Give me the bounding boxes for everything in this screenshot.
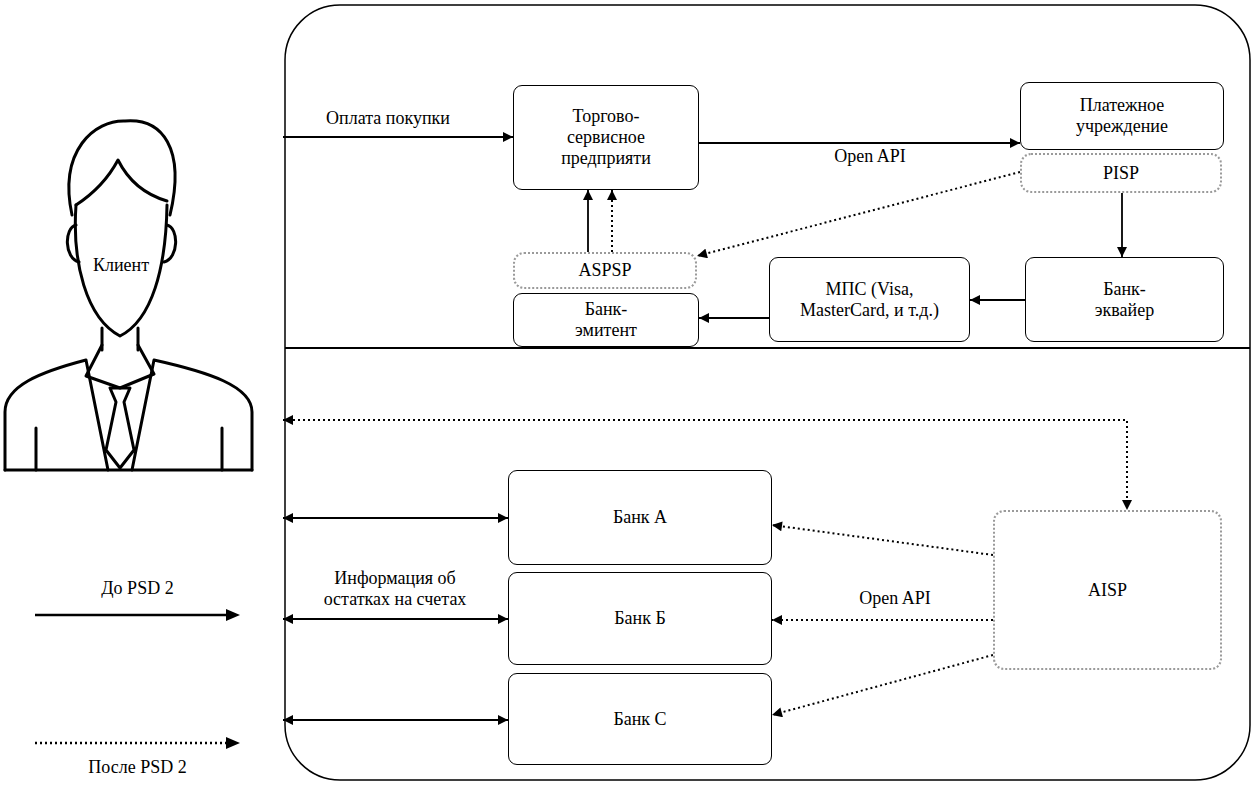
legend-arrowhead: [226, 737, 240, 749]
collar: [86, 345, 154, 388]
node-text: Банк С: [613, 709, 666, 730]
edge-label: Оплата покупки: [288, 108, 488, 129]
tie: [106, 388, 134, 468]
node-text: Банк- эмитент: [559, 299, 653, 340]
system-frame: [285, 5, 1250, 780]
process-box: Банк А: [508, 470, 772, 565]
node-text: Платежное учреждение: [1051, 95, 1193, 136]
connector-arrow: [697, 172, 1020, 256]
node-text: ASPSP: [578, 260, 631, 281]
process-box: Торгово- сервисное предприяти: [513, 85, 699, 190]
connector-arrow: [1121, 193, 1123, 257]
node-text: Клиент: [62, 255, 180, 276]
node-text: Торгово- сервисное предприяти: [544, 106, 668, 168]
connector-arrow: [587, 190, 589, 252]
node-text: AISP: [1088, 580, 1127, 601]
person-node: Клиент: [0, 100, 283, 740]
process-box: МПС (Visa, MasterCard, и т.д.): [769, 257, 970, 342]
service-box: ASPSP: [513, 252, 697, 289]
legend-line: [35, 614, 230, 617]
person-figure: [0, 100, 283, 740]
edge-label: Информация об остатках на счетах: [305, 568, 485, 609]
divider-line: [285, 347, 1250, 349]
jacket-seams: [36, 428, 222, 470]
neck: [102, 328, 138, 350]
edge-label: Open API: [835, 588, 955, 609]
process-box: Банк Б: [508, 572, 772, 665]
edge-label: Open API: [800, 146, 940, 167]
jacket-right: [132, 360, 252, 470]
process-box: Платежное учреждение: [1020, 82, 1224, 150]
service-box: PISP: [1020, 153, 1222, 193]
legend-sample: [30, 605, 260, 625]
legend-line: [35, 742, 230, 745]
connector-arrow: [283, 719, 508, 721]
process-box: Банк С: [508, 673, 772, 765]
connector-arrow: [699, 142, 1020, 144]
connector-arrow: [283, 136, 513, 138]
hair-outline: [69, 121, 175, 215]
connector-arrow: [970, 299, 1025, 301]
connector-arrow: [772, 655, 993, 715]
connector-arrow: [283, 618, 508, 620]
jacket-left: [5, 360, 108, 470]
connector-arrow: [772, 525, 993, 555]
legend-sample: [30, 733, 260, 753]
process-box: Банк- эмитент: [513, 293, 699, 347]
connector-arrow: [772, 619, 993, 621]
node-text: Банк Б: [614, 608, 666, 629]
connector-arrow: [283, 517, 508, 519]
legend-arrowhead: [226, 609, 240, 621]
legend-text: После PSD 2: [35, 757, 240, 778]
node-text: Банк А: [613, 507, 667, 528]
connector-arrow: [611, 190, 613, 252]
process-box: Банк- эквайер: [1025, 257, 1224, 342]
figure-base: [5, 469, 252, 472]
connector-arrow: [699, 317, 769, 319]
hair-fringe: [76, 160, 167, 205]
service-box: AISP: [993, 510, 1222, 670]
node-text: PISP: [1103, 163, 1139, 184]
node-text: МПС (Visa, MasterCard, и т.д.): [790, 279, 949, 320]
legend-text: До PSD 2: [35, 578, 240, 599]
node-text: Банк- эквайер: [1076, 279, 1173, 320]
